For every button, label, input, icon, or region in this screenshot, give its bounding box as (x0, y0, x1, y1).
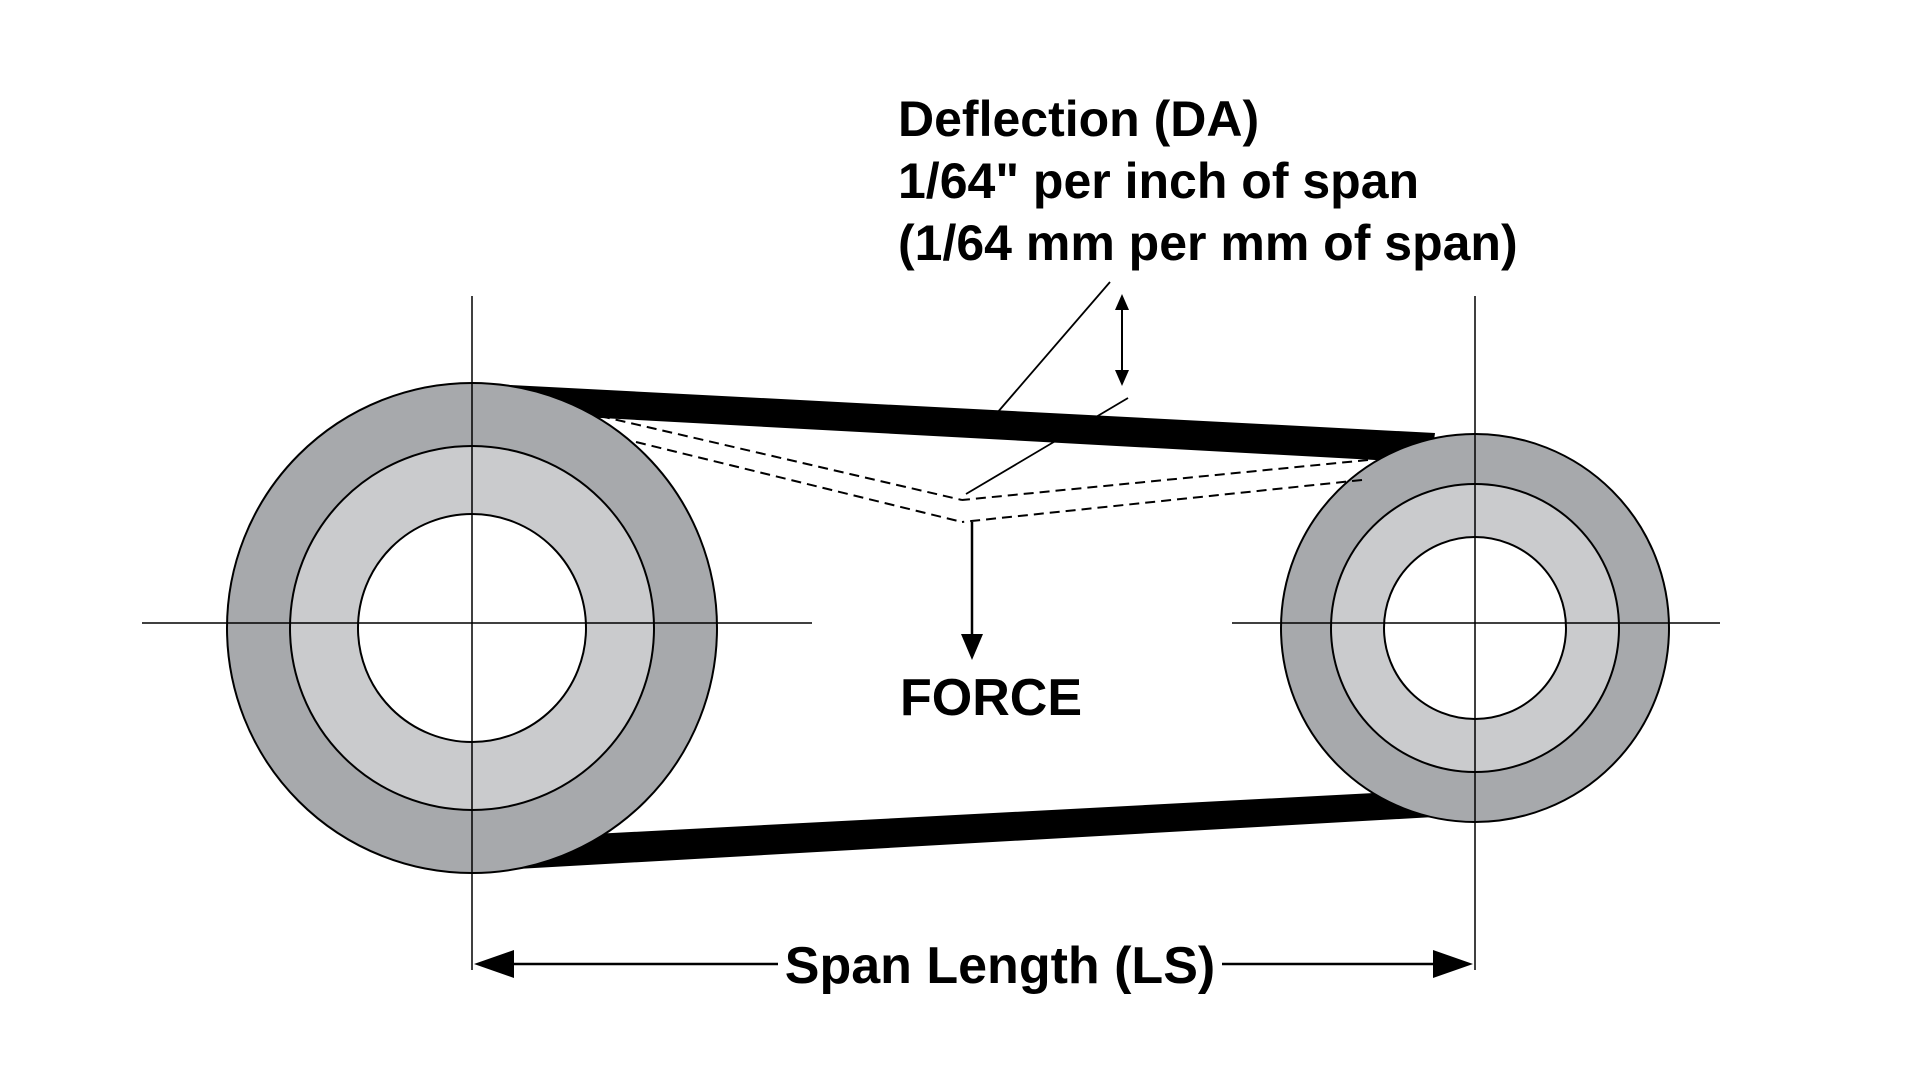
deflection-title: Deflection (DA) (898, 91, 1259, 147)
deflection-rate-metric: (1/64 mm per mm of span) (898, 215, 1518, 271)
deflected-belt-dashed (599, 415, 1369, 523)
span-dimension-arrows (474, 950, 1473, 978)
span-length-label: Span Length (LS) (785, 937, 1215, 995)
belt-top-span (472, 383, 1435, 463)
force-label: FORCE (900, 669, 1082, 727)
center-lines (142, 296, 1720, 970)
deflection-leader-lines (965, 281, 1129, 495)
deflection-arrow (1115, 294, 1129, 386)
belt-bottom-span (500, 790, 1434, 870)
force-arrow (961, 522, 983, 660)
deflection-rate-imperial: 1/64" per inch of span (898, 153, 1419, 209)
